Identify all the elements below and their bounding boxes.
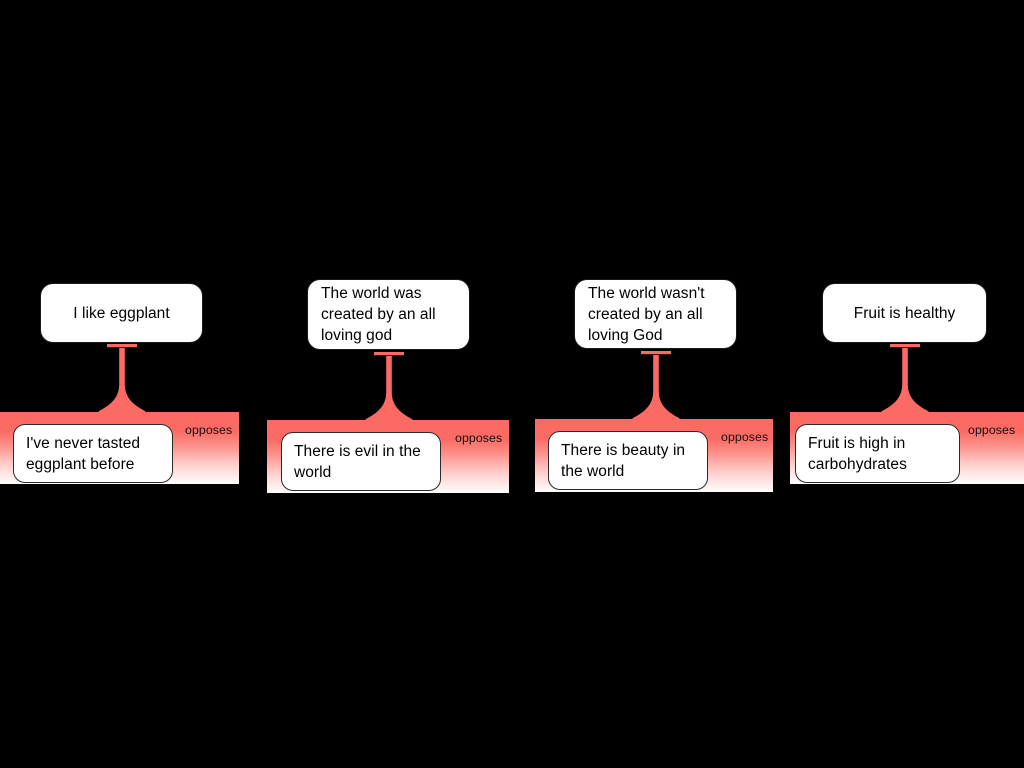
opposes-connector-1 xyxy=(98,344,146,414)
counter-claim-text-1: I've never tasted eggplant before xyxy=(26,434,141,473)
opposes-connector-4 xyxy=(881,344,929,414)
relation-label-1: opposes xyxy=(185,423,233,437)
counter-claim-text-2: There is evil in the world xyxy=(294,442,421,481)
claim-box-4[interactable]: Fruit is healthy xyxy=(822,283,987,343)
opposes-connector-2 xyxy=(365,352,413,422)
counter-claim-box-2[interactable]: There is evil in the world xyxy=(281,432,441,491)
claim-box-1[interactable]: I like eggplant xyxy=(40,283,203,343)
counter-claim-box-3[interactable]: There is beauty in the world xyxy=(548,431,708,490)
claim-text-3: The world wasn't created by an all lovin… xyxy=(588,284,705,344)
counter-claim-box-1[interactable]: I've never tasted eggplant before xyxy=(13,424,173,483)
claim-box-3[interactable]: The world wasn't created by an all lovin… xyxy=(574,279,737,349)
counter-claim-text-4: Fruit is high in carbohydrates xyxy=(808,434,907,473)
claim-box-2[interactable]: The world was created by an all loving g… xyxy=(307,279,470,350)
relation-label-3: opposes xyxy=(721,430,769,444)
counter-claim-box-4[interactable]: Fruit is high in carbohydrates xyxy=(795,424,960,483)
claim-text-2: The world was created by an all loving g… xyxy=(321,285,436,344)
relation-label-4: opposes xyxy=(968,423,1016,437)
claim-text-4: Fruit is healthy xyxy=(853,304,956,322)
relation-label-2: opposes xyxy=(455,431,503,445)
counter-claim-text-3: There is beauty in the world xyxy=(561,441,686,480)
claim-text-1: I like eggplant xyxy=(73,304,170,322)
opposes-connector-3 xyxy=(632,351,680,421)
